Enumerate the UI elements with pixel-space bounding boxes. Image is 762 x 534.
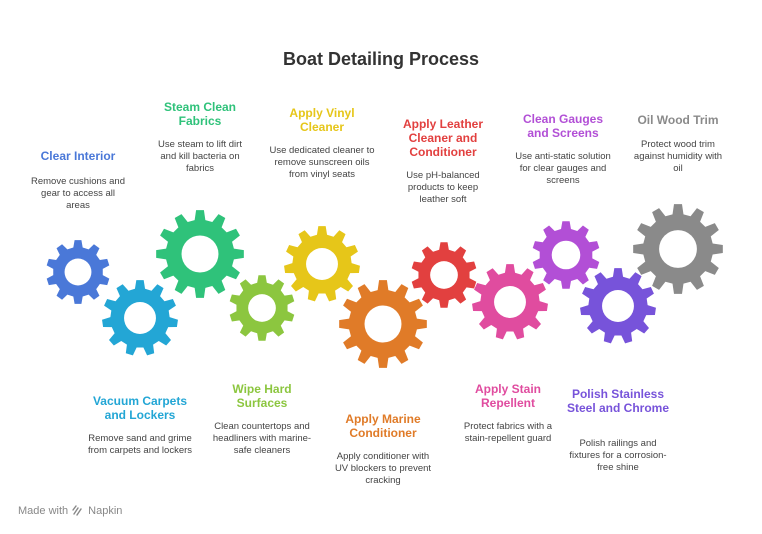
step-label: Oil Wood Trim [637, 113, 719, 127]
step-label: Apply Leather Cleaner and Conditioner [402, 117, 483, 159]
gear-icon [532, 221, 600, 289]
gear-icon [156, 210, 244, 298]
gear-icon [229, 275, 295, 341]
gear-hole [181, 235, 219, 273]
step-label: Apply Stain Repellent [474, 382, 541, 410]
gear-icon [339, 280, 427, 368]
gear-hole [494, 286, 526, 318]
gear-hole [248, 294, 276, 322]
gear-hole [551, 240, 581, 270]
page-title: Boat Detailing Process [282, 49, 480, 69]
gear-hole [124, 302, 156, 334]
gear-icon [580, 268, 656, 344]
step-description: Use anti-static solution for clear gauge… [515, 151, 611, 186]
gear-hole [64, 258, 92, 286]
gear-hole [306, 248, 338, 280]
step-description: Remove cushions and gear to access all a… [31, 176, 125, 211]
step-label: Steam Clean Fabrics [163, 100, 237, 128]
step-description: Protect wood trim against humidity with … [633, 139, 723, 174]
step-description: Use dedicated cleaner to remove sunscree… [269, 145, 375, 180]
step-description: Use steam to lift dirt and kill bacteria… [158, 139, 242, 174]
gear-icon [284, 226, 360, 302]
gear-icon [102, 280, 178, 356]
footer-text: Made with [18, 505, 69, 517]
footer: Made with Napkin [18, 505, 122, 517]
step-label: Vacuum Carpets and Lockers [92, 394, 188, 422]
gear-hole [364, 305, 402, 343]
gear-icon [633, 204, 723, 294]
napkin-logo-icon [72, 505, 82, 516]
gear-hole [602, 290, 634, 322]
step-description: Polish railings and fixtures for a corro… [569, 438, 667, 473]
footer-brand: Napkin [88, 505, 123, 517]
step-description: Remove sand and grime from carpets and l… [88, 433, 193, 456]
gear-hole [430, 261, 458, 289]
step-description: Clean countertops and headliners with ma… [212, 421, 312, 456]
step-label: Polish Stainless Steel and Chrome [566, 387, 670, 415]
step-description: Protect fabrics with a stain-repellent g… [463, 421, 553, 444]
gear-icon [411, 242, 477, 308]
step-label: Apply Marine Conditioner [345, 412, 421, 440]
step-description: Apply conditioner with UV blockers to pr… [334, 451, 432, 486]
step-label: Clean Gauges and Screens [522, 112, 604, 140]
gear-icon [472, 264, 548, 340]
step-description: Use pH-balanced products to keep leather… [406, 170, 480, 205]
step-label: Clear Interior [40, 149, 116, 163]
gear-icon [46, 240, 110, 304]
gear-hole [659, 230, 697, 268]
step-label: Apply Vinyl Cleaner [289, 106, 355, 134]
step-label: Wipe Hard Surfaces [232, 382, 292, 410]
